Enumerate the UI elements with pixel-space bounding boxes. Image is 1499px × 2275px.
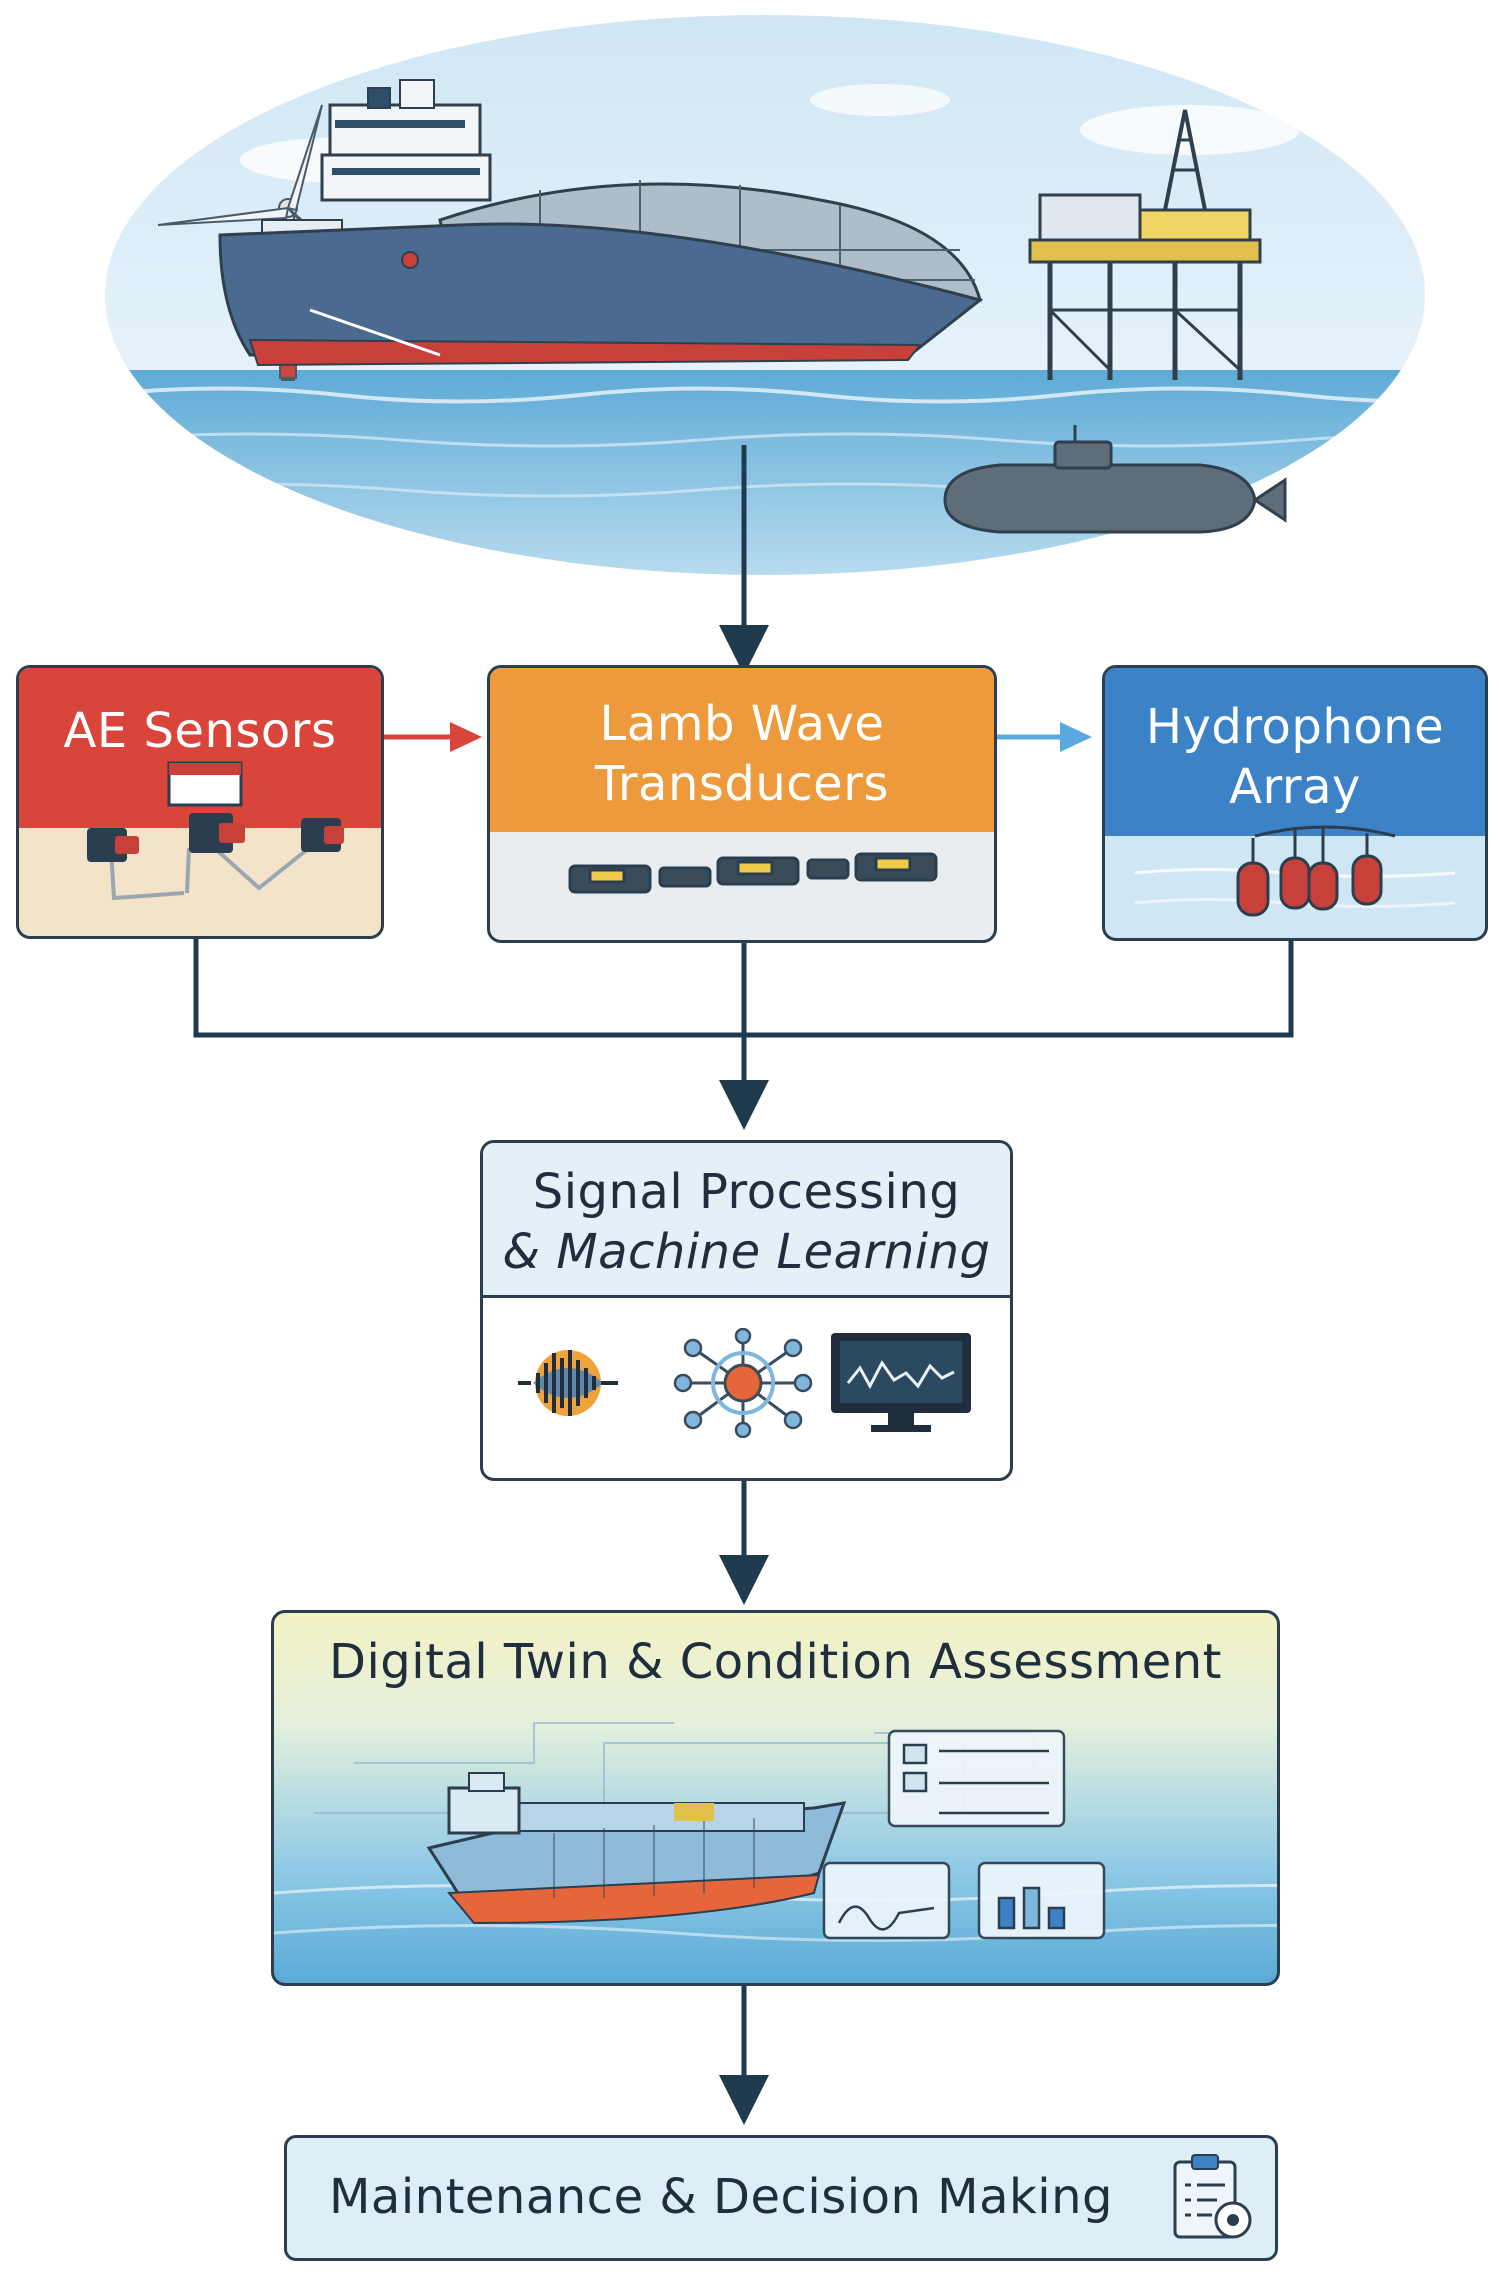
transducer-strip-icon [568,852,938,894]
oil-platform-icon [1028,109,1262,380]
ae-to-lamb-arrowhead [450,722,482,752]
clipboard-gear-icon [1173,2154,1252,2239]
hydrophone-array-node: Hydrophone Array [1102,665,1488,941]
sensors-merge-line [193,935,1294,1038]
lamb-wave-label-line2: Transducers [595,756,889,812]
signal-processing-label-line1: Signal Processing [532,1164,961,1220]
hydrophone-label-line2: Array [1229,759,1361,815]
neural-network-icon [673,1328,813,1438]
hydrophone-label-line1: Hydrophone [1145,699,1445,755]
ae-sensors-label: AE Sensors [63,703,337,759]
signal-processing-node: Signal Processing & Machine Learning [480,1140,1013,1481]
lamb-wave-label-line1: Lamb Wave [599,696,885,752]
digital-twin-label: Digital Twin & Condition Assessment [328,1634,1222,1690]
marine-scene [100,10,1430,580]
hydrophone-devices-icon [1134,825,1456,917]
submarine-icon [943,425,1287,534]
waveform-icon [518,1350,618,1416]
signal-processing-label-line2: & Machine Learning [502,1224,991,1280]
monitor-icon [831,1333,971,1432]
lamb-to-hydrophone-arrowhead [1060,722,1092,752]
lamb-wave-transducers-node: Lamb Wave Transducers [487,665,997,943]
ship-icon [218,79,984,367]
ae-sensor-devices-icon [87,761,344,901]
maintenance-label: Maintenance & Decision Making [328,2169,1114,2225]
ae-sensors-node: AE Sensors [16,665,384,939]
digital-twin-ship-icon [274,1722,1277,1942]
digital-twin-node: Digital Twin & Condition Assessment [271,1610,1280,1986]
maintenance-decision-node: Maintenance & Decision Making [284,2135,1278,2261]
